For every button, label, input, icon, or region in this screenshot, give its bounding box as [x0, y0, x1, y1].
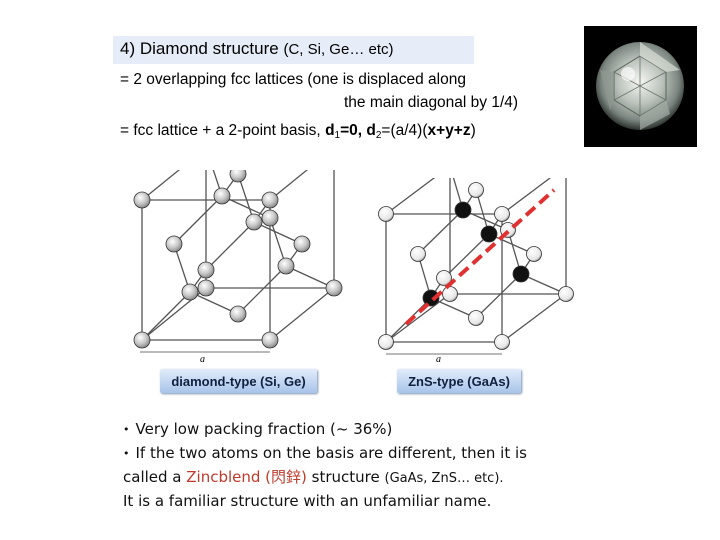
bullet-text-2: If the two atoms on the basis are differ…: [135, 444, 527, 462]
lattice-atom-a: [442, 286, 458, 302]
lattice-atom-b: [277, 257, 295, 275]
lattice-bond: [205, 221, 255, 271]
diamond-gem-image: [584, 26, 697, 147]
description-line-2: the main diagonal by 1/4): [344, 94, 519, 111]
lattice-atom-a: [261, 209, 279, 227]
lattice-atom-a: [468, 182, 484, 198]
lattice-bond: [475, 273, 522, 319]
d1-subscript: 1: [334, 130, 341, 141]
lattice-bond: [443, 233, 490, 279]
diamond-type-lattice-diagram: a: [120, 139, 350, 371]
lattice-atom-a: [378, 206, 394, 222]
lattice-atom-a: [325, 279, 343, 297]
d2-symbol: d: [366, 122, 376, 139]
lattice-atom-b: [454, 201, 472, 219]
title-paren: (C, Si, Ge… etc): [283, 41, 394, 58]
lattice-atom-a: [526, 246, 542, 262]
lattice-bond: [141, 291, 191, 341]
d2-subscript: 2: [375, 130, 382, 141]
bullet-list: • Very low packing fraction (~ 36%) • If t…: [123, 418, 593, 513]
lattice-bond: [269, 287, 335, 341]
d2-value: =(a/4)(: [381, 122, 428, 139]
bullet-item-1: • Very low packing fraction (~ 36%): [123, 418, 593, 442]
zns-type-lattice-diagram: a: [372, 158, 584, 369]
lattice-atom-a: [133, 331, 151, 349]
lattice-atom-a: [197, 261, 215, 279]
lattice-atom-a: [293, 235, 311, 253]
lattice-atom-a: [229, 165, 247, 183]
lattice-bond: [385, 293, 451, 343]
description-line-3: = fcc lattice + a 2-point basis, d1=0, d…: [120, 122, 476, 141]
lattice-atom-a: [494, 334, 510, 350]
description-line-1: = 2 overlapping fcc lattices (one is dis…: [120, 71, 466, 88]
bullet-text-3b: structure: [306, 468, 385, 486]
lattice-atom-a: [468, 310, 484, 326]
zincblend-term: Zincblend (閃鋅): [186, 468, 307, 486]
diamond-lattice-svg: a: [133, 139, 343, 365]
lattice-bond: [237, 265, 287, 315]
lattice-atom-a: [165, 235, 183, 253]
lattice-atom-a: [410, 246, 426, 262]
d1-value: =0,: [340, 122, 367, 139]
bullet-continuation-3: called a Zincblend (閃鋅) structure (GaAs,…: [123, 466, 593, 490]
d2-close: ): [470, 122, 476, 139]
lattice-atom-a: [229, 305, 247, 323]
caption-diamond-type: diamond-type (Si, Ge): [160, 369, 317, 393]
lattice-atom-a: [558, 286, 574, 302]
bullet-text-3a: called a: [123, 468, 187, 486]
bullet-item-2: • If the two atoms on the basis are diffe…: [123, 442, 593, 466]
zns-lattice-svg: a: [378, 158, 574, 365]
basis-prefix: = fcc lattice + a 2-point basis,: [120, 122, 326, 139]
d1-symbol: d: [325, 122, 335, 139]
bullet-dot: •: [123, 447, 130, 460]
main-diagonal-line: [404, 188, 556, 326]
lattice-atom-a: [133, 191, 151, 209]
title-main: 4) Diamond structure: [120, 39, 279, 58]
lattice-bond: [141, 147, 207, 201]
lattice-bond: [269, 217, 287, 267]
lattice-bond: [237, 173, 255, 223]
lattice-bond: [501, 293, 567, 343]
lattice-atom-b: [512, 265, 530, 283]
bullet-text-3c: (GaAs, ZnS… etc).: [384, 471, 504, 486]
caption-zns-type: ZnS-type (GaAs): [397, 369, 521, 393]
lattice-atom-b: [480, 225, 498, 243]
lattice-atom-a: [378, 334, 394, 350]
slide-title: 4) Diamond structure (C, Si, Ge… etc): [113, 36, 474, 64]
lattice-bond: [221, 195, 271, 219]
bullet-text-1: Very low packing fraction (~ 36%): [135, 420, 393, 438]
bullet-continuation-4: It is a familiar structure with an unfam…: [123, 490, 593, 513]
lattice-atom-a: [494, 206, 510, 222]
lattice-constant-label: a: [436, 354, 441, 364]
lattice-bond: [385, 165, 451, 215]
bullet-dot: •: [123, 423, 130, 436]
lattice-atom-a: [197, 279, 215, 297]
lattice-atom-a: [261, 331, 279, 349]
lattice-bond: [269, 147, 335, 201]
lattice-bond: [173, 243, 191, 293]
d2-vector: x+y+z: [427, 122, 471, 139]
lattice-atom-b: [213, 187, 231, 205]
lattice-bond: [417, 209, 464, 255]
lattice-bond: [253, 221, 303, 245]
bullet-text-4: It is a familiar structure with an unfam…: [123, 492, 492, 510]
lattice-atom-a: [261, 191, 279, 209]
lattice-atom-b: [181, 283, 199, 301]
lattice-constant-label: a: [200, 354, 205, 365]
lattice-bond: [173, 195, 223, 245]
lattice-bond: [285, 265, 335, 289]
lattice-bond: [189, 291, 239, 315]
lattice-atom-a: [436, 270, 452, 286]
lattice-atom-b: [422, 289, 440, 307]
lattice-atom-b: [245, 213, 263, 231]
